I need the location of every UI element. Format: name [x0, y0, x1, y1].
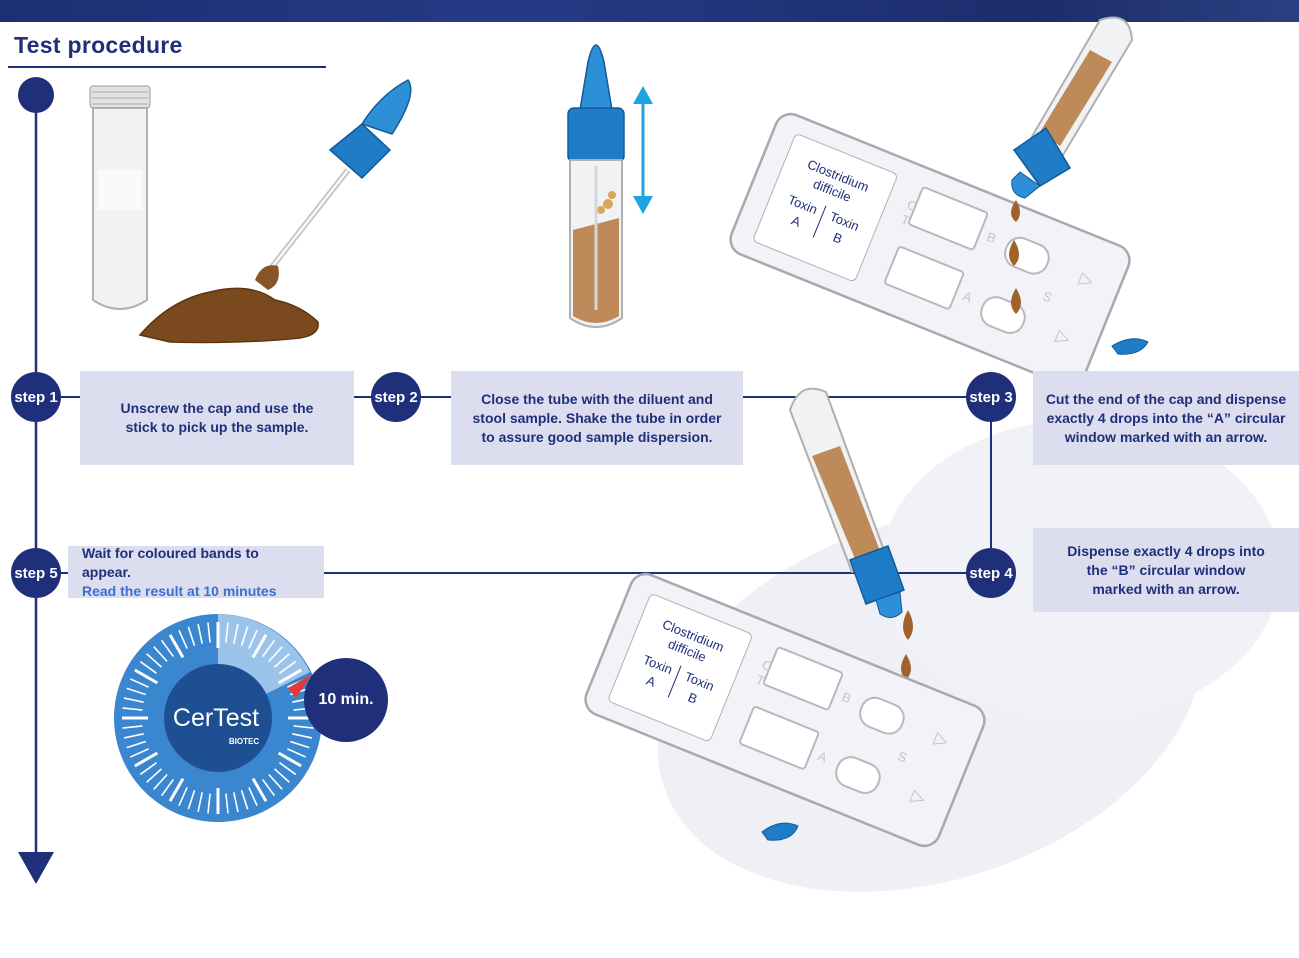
timer-needle [288, 674, 312, 698]
procedure-diagram: Clostridium difficile Toxin A Toxin B C … [18, 16, 1149, 884]
dial-tick [279, 762, 297, 776]
dial-tick [287, 748, 307, 758]
dial-tick [129, 678, 149, 688]
timeline-start-dot [18, 77, 54, 113]
dial-tick [153, 646, 168, 663]
dial-tick [293, 725, 314, 729]
step-2-text: Close the tube with the diluent and stoo… [451, 371, 743, 465]
dial-tick [187, 790, 196, 810]
dial-tick [126, 687, 146, 696]
shake-arrow-icon [633, 86, 653, 214]
dispensing-tube-top [1011, 16, 1134, 199]
step-3-text: Cut the end of the cap and dispense exac… [1033, 371, 1299, 465]
dial-tick [168, 634, 185, 659]
dial-tick [126, 740, 146, 749]
dial-tick [233, 792, 239, 813]
dial-tick [168, 777, 185, 802]
dial-tick [153, 773, 168, 790]
dial-tick [233, 623, 239, 644]
dial-tick [225, 622, 229, 643]
dial-tick [268, 646, 283, 663]
drop-icon [903, 610, 913, 640]
dial-tick [292, 733, 313, 739]
dial-tick [122, 707, 143, 711]
timeline-arrowhead [18, 852, 54, 884]
dial-tick [277, 751, 302, 768]
empty-tube-illustration [89, 85, 151, 310]
drop-icon [1009, 240, 1019, 266]
dial-tick [178, 629, 188, 649]
dial-tick [139, 660, 157, 674]
page-title: Test procedure [14, 32, 183, 58]
dial-tick [123, 733, 144, 739]
dial-tick [279, 660, 297, 674]
dispensing-tube-bottom [788, 387, 905, 618]
cap-tip-icon [1111, 338, 1149, 355]
dial-tick [290, 740, 310, 749]
dial-tick [134, 751, 159, 768]
drop-icon [1011, 200, 1020, 222]
timer-brand-sub: BIOTEC [229, 737, 259, 746]
dial-tick [178, 787, 188, 807]
step-4-badge: step 4 [966, 548, 1016, 598]
dial-tick [207, 793, 211, 814]
drop-icon [901, 654, 911, 680]
dial-tick [251, 777, 268, 802]
dial-tick [262, 639, 276, 657]
dial-tick [187, 626, 196, 646]
dial-tick [248, 629, 258, 649]
dial-tick [248, 787, 258, 807]
step-5-instruction: Wait for coloured bands to appear. [82, 544, 259, 580]
shaken-tube-illustration [567, 44, 625, 328]
dial-tick [207, 622, 211, 643]
dial-tick [273, 653, 290, 668]
drop-icon [1011, 288, 1021, 314]
cap-tip-icon [761, 822, 799, 841]
step-5-badge: step 5 [11, 548, 61, 598]
dial-tick [268, 773, 283, 790]
dial-tick [134, 668, 159, 685]
dial-tick [240, 790, 249, 810]
header-banner [0, 0, 1299, 22]
dial-tick [240, 626, 249, 646]
test-cassette-top: Clostridium difficile Toxin A Toxin B C … [729, 112, 1131, 388]
step-2-badge: step 2 [371, 372, 421, 422]
timer-minutes-badge: 10 min. [304, 658, 388, 742]
dial-tick [160, 639, 174, 657]
title-underline [8, 66, 326, 68]
dial-tick [225, 793, 229, 814]
step-5-highlight: Read the result at 10 minutes [82, 582, 277, 599]
stool-sample-pile [138, 287, 319, 344]
step-3-badge: step 3 [966, 372, 1016, 422]
dial-tick [197, 623, 203, 644]
test-cassette-bottom: Clostridium difficile Toxin A Toxin B C … [584, 572, 986, 848]
dropper-stick-illustration [255, 79, 412, 290]
timer-brand: CerTest [173, 704, 259, 732]
dial-tick [273, 768, 290, 783]
dial-tick [123, 697, 144, 703]
dial-tick [146, 653, 163, 668]
dial-tick [251, 634, 268, 659]
dial-tick [129, 748, 149, 758]
dial-tick [277, 668, 302, 685]
dial-tick [146, 768, 163, 783]
step-5-text: Wait for coloured bands to appear. Read … [68, 544, 324, 599]
step-4-text: Dispense exactly 4 drops into the “B” ci… [1033, 528, 1299, 612]
timer-dial: CerTest BIOTEC [114, 614, 322, 822]
step-1-text: Unscrew the cap and use the stick to pic… [80, 371, 354, 465]
dial-tick [160, 779, 174, 797]
dial-tick [262, 779, 276, 797]
dial-tick [139, 762, 157, 776]
dial-tick [197, 792, 203, 813]
dial-tick [122, 725, 143, 729]
step-1-badge: step 1 [11, 372, 61, 422]
